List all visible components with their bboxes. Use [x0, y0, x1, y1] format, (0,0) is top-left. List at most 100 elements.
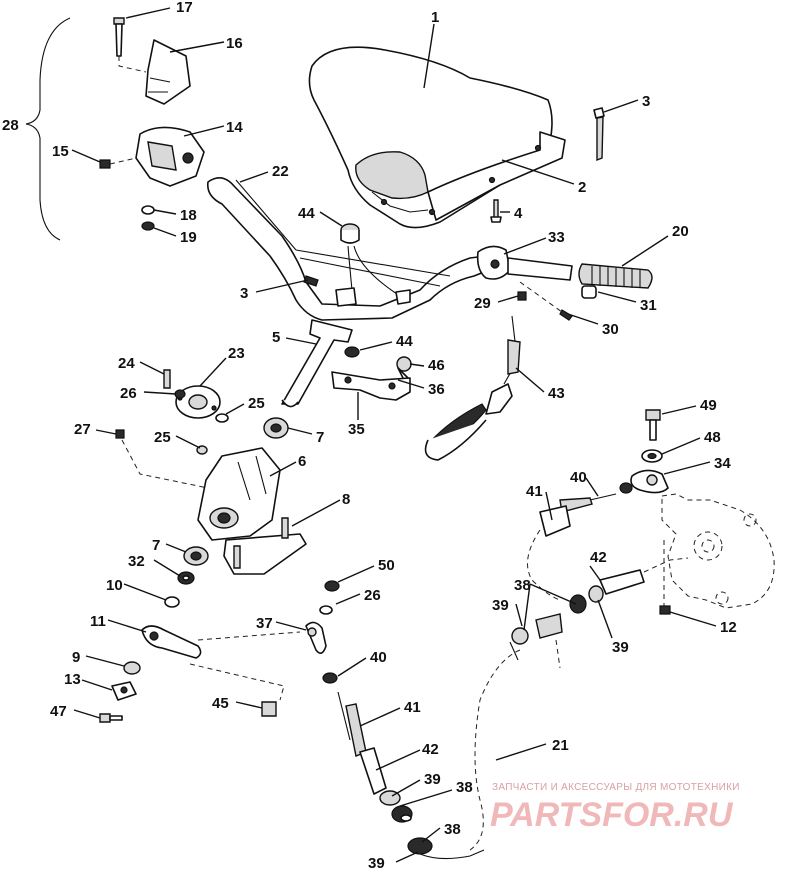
- screw-small: [490, 199, 502, 223]
- callout-7: 7: [152, 537, 160, 554]
- callout-16: 16: [226, 35, 243, 52]
- callout-2: 2: [578, 179, 586, 196]
- tie-rod-end-right: [619, 409, 669, 494]
- watermark-brand: PARTSFOR.RU: [490, 796, 734, 834]
- callout-39: 39: [492, 597, 509, 614]
- callout-41: 41: [404, 699, 421, 716]
- callout-18: 18: [180, 207, 197, 224]
- washer-25: [196, 413, 229, 455]
- callout-25: 25: [154, 429, 171, 446]
- washer-10: [164, 596, 180, 608]
- washer-26: [174, 389, 186, 399]
- engine-outline: [659, 493, 775, 615]
- callout-1: 1: [431, 9, 439, 26]
- callout-9: 9: [72, 649, 80, 666]
- callout-33: 33: [548, 229, 565, 246]
- lower-bracket: [223, 517, 307, 575]
- tether-switch: [424, 315, 521, 461]
- handlebar-right-end: [507, 257, 573, 281]
- control-cable-lower: [337, 691, 485, 860]
- screw-45: [261, 701, 277, 717]
- callout-25: 25: [248, 395, 265, 412]
- callout-35: 35: [348, 421, 365, 438]
- callout-47: 47: [50, 703, 67, 720]
- callout-34: 34: [714, 455, 731, 472]
- grommet-lower: [344, 346, 360, 358]
- steering-arm: [141, 625, 301, 701]
- callout-50: 50: [378, 557, 395, 574]
- callout-43: 43: [548, 385, 565, 402]
- callout-40: 40: [370, 649, 387, 666]
- grip: [578, 263, 653, 289]
- callout-37: 37: [256, 615, 273, 632]
- callout-38: 38: [444, 821, 461, 838]
- callout-44: 44: [298, 205, 315, 222]
- callout-49: 49: [700, 397, 717, 414]
- callout-12: 12: [720, 619, 737, 636]
- leader-lines: [71, 7, 717, 863]
- watermark-tagline: ЗАПЧАСТИ И АКСЕССУАРЫ ДЛЯ МОТОТЕХНИКИ: [492, 782, 740, 793]
- bushing-upper: [263, 417, 289, 439]
- bushing-lower: [183, 546, 209, 566]
- callout-45: 45: [212, 695, 229, 712]
- handlebar-pad: [308, 46, 566, 229]
- bar-end-plug: [581, 285, 597, 299]
- mounting-plate: [331, 371, 411, 401]
- callout-6: 6: [298, 453, 306, 470]
- callout-8: 8: [342, 491, 350, 508]
- bolt-47: [99, 713, 123, 723]
- screw-24: [163, 369, 171, 389]
- washer-9: [123, 661, 141, 675]
- callout-28: 28: [2, 117, 19, 134]
- callout-7: 7: [316, 429, 324, 446]
- throttle-screw: [519, 281, 573, 321]
- callout-36: 36: [428, 381, 445, 398]
- callout-11: 11: [90, 613, 106, 630]
- screw-handlebar: [303, 275, 319, 287]
- nut-27: [115, 429, 209, 489]
- callout-19: 19: [180, 229, 197, 246]
- callout-48: 48: [704, 429, 721, 446]
- bushing-13: [111, 681, 137, 701]
- washer-32: [177, 571, 195, 585]
- callout-24: 24: [118, 355, 135, 372]
- steering-post: [281, 319, 353, 408]
- callout-15: 15: [52, 143, 69, 160]
- steering-support: [197, 447, 281, 541]
- callout-27: 27: [74, 421, 91, 438]
- callout-40: 40: [570, 469, 587, 486]
- bolt-46: [396, 356, 412, 381]
- callout-29: 29: [474, 295, 491, 312]
- callout-13: 13: [64, 671, 81, 688]
- throttle-nut: [517, 291, 527, 301]
- callout-38: 38: [514, 577, 531, 594]
- callout-22: 22: [272, 163, 289, 180]
- callout-39: 39: [424, 771, 441, 788]
- callout-labels: 1 2 3 3 4 5 6 7 7 8 9 10 11 12 13 14 15 …: [2, 0, 737, 872]
- kill-switch-cap: [340, 223, 401, 297]
- callout-20: 20: [672, 223, 689, 240]
- callout-21: 21: [552, 737, 569, 754]
- callout-14: 14: [226, 119, 243, 136]
- tie-rod-end-left: [305, 580, 340, 684]
- callout-44: 44: [396, 333, 413, 350]
- callout-3: 3: [240, 285, 248, 302]
- callout-42: 42: [590, 549, 607, 566]
- watermark: ЗАПЧАСТИ И АКСЕССУАРЫ ДЛЯ МОТОТЕХНИКИ PA…: [490, 782, 740, 834]
- callout-5: 5: [272, 329, 280, 346]
- throttle-housing: [476, 245, 511, 280]
- callout-46: 46: [428, 357, 445, 374]
- callout-17: 17: [176, 0, 193, 16]
- callout-10: 10: [106, 577, 123, 594]
- callout-41: 41: [526, 483, 543, 500]
- throttle-wire: [235, 179, 297, 251]
- cable-21: [469, 529, 561, 851]
- callout-38: 38: [456, 779, 473, 796]
- screw-long-upper: [593, 107, 605, 162]
- callout-39: 39: [368, 855, 385, 872]
- callout-3: 3: [642, 93, 650, 110]
- callout-32: 32: [128, 553, 145, 570]
- callout-26: 26: [364, 587, 381, 604]
